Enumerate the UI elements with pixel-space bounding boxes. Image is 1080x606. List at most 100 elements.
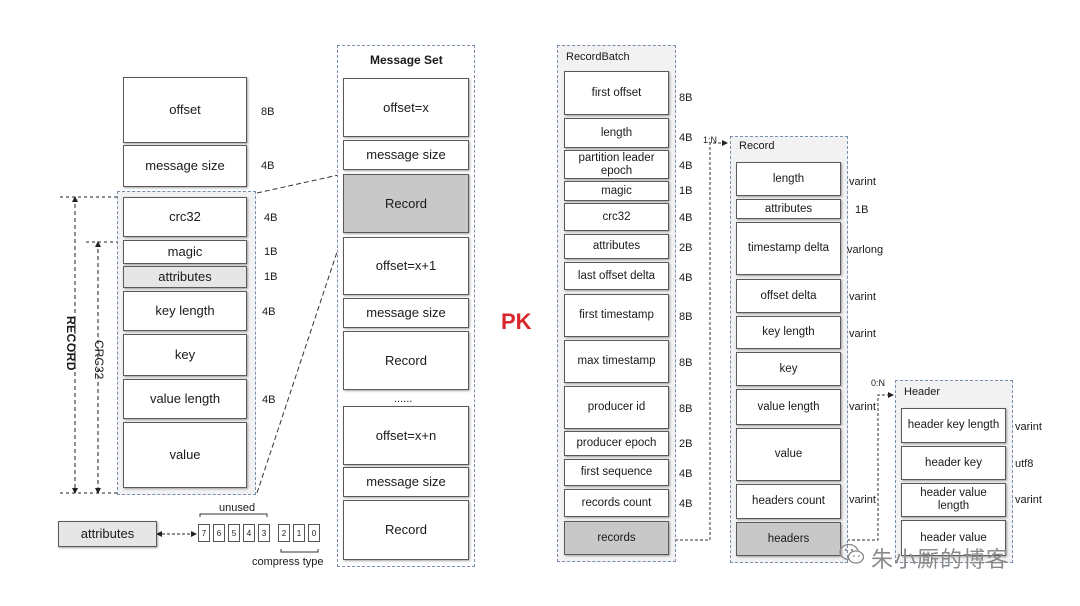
rb-magic: magic xyxy=(564,181,669,201)
ms-offset-x-plus-n: offset=x+n xyxy=(343,406,469,465)
legacy-crc32-field: crc32 xyxy=(123,197,247,237)
rec-offset-delta: offset delta xyxy=(736,279,841,313)
attributes-bits-label: attributes xyxy=(58,521,157,547)
message-set-title: Message Set xyxy=(370,53,443,67)
rb-first-offset: first offset xyxy=(564,71,669,115)
rb-max-timestamp: max timestamp xyxy=(564,340,669,383)
crc32-dimension-label: CRC32 xyxy=(92,340,106,380)
record-dimension-label: RECORD xyxy=(64,316,78,372)
rb-records: records xyxy=(564,521,669,555)
hdr-value-length: header value length xyxy=(901,483,1006,517)
bit-0: 0 xyxy=(308,524,320,542)
bit-7: 7 xyxy=(198,524,210,542)
rec-headers: headers xyxy=(736,522,841,556)
bit-6: 6 xyxy=(213,524,225,542)
ms-offset-x-plus-1: offset=x+1 xyxy=(343,237,469,295)
ms-message-size-n: message size xyxy=(343,467,469,497)
header-title: Header xyxy=(904,386,941,398)
rec-attributes: attributes xyxy=(736,199,841,219)
rb-producer-epoch: producer epoch xyxy=(564,431,669,456)
hdr-key-length-size: varint xyxy=(1015,421,1042,433)
ms-record-n: Record xyxy=(343,500,469,560)
rb-first-offset-size: 8B xyxy=(679,92,693,104)
legacy-attributes-field: attributes xyxy=(123,266,247,288)
wechat-logo-icon xyxy=(838,540,866,568)
legacy-offset-size: 8B xyxy=(261,106,275,118)
rb-first-sequence: first sequence xyxy=(564,459,669,486)
legacy-message-size-field: message size xyxy=(123,145,247,187)
bit-4: 4 xyxy=(243,524,255,542)
rb-partition-leader-epoch: partition leader epoch xyxy=(564,150,669,179)
legacy-crc32-size: 4B xyxy=(264,212,278,224)
rb-first-timestamp: first timestamp xyxy=(564,294,669,337)
legacy-key-length-size: 4B xyxy=(262,306,276,318)
rb-producer-id-size: 8B xyxy=(679,403,693,415)
legacy-value-field: value xyxy=(123,422,247,488)
bit-5: 5 xyxy=(228,524,240,542)
legacy-offset-field: offset xyxy=(123,77,247,143)
rec-value-length-size: varint xyxy=(849,401,876,413)
rb-partition-leader-epoch-size: 4B xyxy=(679,160,693,172)
ms-message-size-1: message size xyxy=(343,140,469,170)
hdr-value-length-size: varint xyxy=(1015,494,1042,506)
ms-ellipsis: ...... xyxy=(394,393,413,405)
rec-key-length: key length xyxy=(736,316,841,349)
rb-first-sequence-size: 4B xyxy=(679,468,693,480)
ms-message-size-2: message size xyxy=(343,298,469,328)
rb-max-timestamp-size: 8B xyxy=(679,357,693,369)
legacy-attributes-size: 1B xyxy=(264,271,278,283)
legacy-key-length-field: key length xyxy=(123,291,247,331)
rec-key: key xyxy=(736,352,841,386)
rb-magic-size: 1B xyxy=(679,185,693,197)
rec-attributes-size: 1B xyxy=(855,204,869,216)
rec-length: length xyxy=(736,162,841,196)
watermark-text: 朱小厮的博客 xyxy=(871,548,1010,573)
rec-value: value xyxy=(736,428,841,481)
record-title: Record xyxy=(739,140,775,152)
rb-length-size: 4B xyxy=(679,132,693,144)
rec-offset-delta-size: varint xyxy=(849,291,876,303)
rb-records-count-size: 4B xyxy=(679,498,693,510)
legacy-magic-field: magic xyxy=(123,240,247,264)
rec-headers-count: headers count xyxy=(736,484,841,519)
compress-type-label: compress type xyxy=(252,556,324,568)
rb-crc32-size: 4B xyxy=(679,212,693,224)
legacy-magic-size: 1B xyxy=(264,246,278,258)
rb-crc32: crc32 xyxy=(564,203,669,231)
rb-attributes: attributes xyxy=(564,234,669,259)
rec-value-length: value length xyxy=(736,389,841,425)
rb-producer-id: producer id xyxy=(564,386,669,429)
pk-label: PK xyxy=(501,309,532,334)
rb-records-count: records count xyxy=(564,489,669,517)
rec-timestamp-delta: timestamp delta xyxy=(736,222,841,275)
hdr-value: header value xyxy=(901,520,1006,556)
rb-attributes-size: 2B xyxy=(679,242,693,254)
hdr-key: header key xyxy=(901,446,1006,480)
ms-offset-x: offset=x xyxy=(343,78,469,137)
rec-timestamp-delta-size: varlong xyxy=(847,244,884,256)
rec-key-length-size: varint xyxy=(849,328,876,340)
unused-bits-label: unused xyxy=(219,502,256,514)
record-batch-title: RecordBatch xyxy=(566,51,630,63)
ms-record-1: Record xyxy=(343,174,469,233)
hdr-key-size: utf8 xyxy=(1015,458,1034,470)
rb-last-offset-delta-size: 4B xyxy=(679,272,693,284)
rb-last-offset-delta: last offset delta xyxy=(564,262,669,290)
bit-2: 2 xyxy=(278,524,290,542)
bit-3: 3 xyxy=(258,524,270,542)
ms-record-2: Record xyxy=(343,331,469,390)
record-to-header-cardinality: 0:N xyxy=(871,378,886,388)
rb-first-timestamp-size: 8B xyxy=(679,311,693,323)
rb-length: length xyxy=(564,118,669,148)
legacy-value-length-field: value length xyxy=(123,379,247,419)
legacy-key-field: key xyxy=(123,334,247,376)
rec-length-size: varint xyxy=(849,176,876,188)
hdr-key-length: header key length xyxy=(901,408,1006,443)
bit-1: 1 xyxy=(293,524,305,542)
legacy-value-length-size: 4B xyxy=(262,394,276,406)
rb-producer-epoch-size: 2B xyxy=(679,438,693,450)
rec-headers-count-size: varint xyxy=(849,494,876,506)
legacy-message-size-size: 4B xyxy=(261,160,275,172)
